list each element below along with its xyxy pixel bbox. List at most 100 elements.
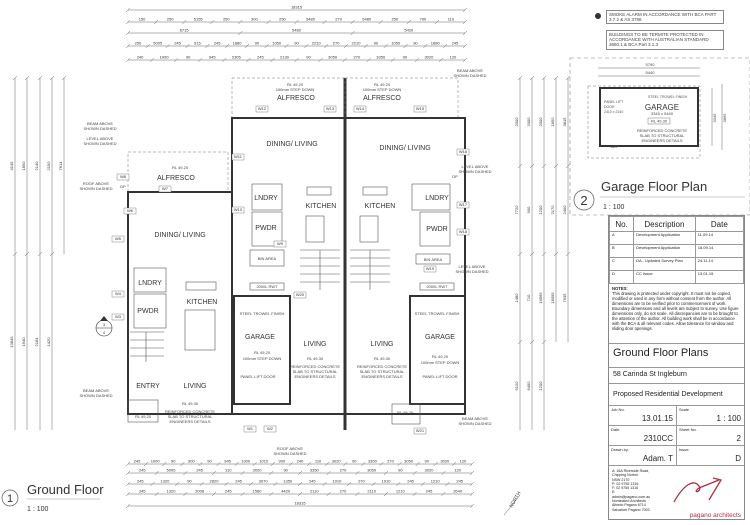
dimension-value: 1850	[21, 161, 26, 171]
svg-text:5790: 5790	[646, 62, 656, 67]
step-down-note: 100mm STEP DOWN	[243, 356, 282, 361]
level-tag: RL 49.20	[397, 410, 414, 415]
svg-text:Garage Floor Plan: Garage Floor Plan	[601, 179, 707, 194]
dimension-value: 1200	[538, 381, 543, 391]
dimension-tick	[183, 491, 188, 497]
dimension-tick	[469, 503, 475, 509]
room-label: LIVING	[371, 341, 394, 348]
dimension-value: 2000	[538, 117, 543, 127]
level-tag: RL 49.20	[432, 354, 449, 359]
dimension-tick	[529, 251, 535, 257]
contact-line: NSW 2170	[612, 477, 630, 482]
notes: NOTES: This drawing is protected under c…	[609, 284, 744, 344]
downpipe-label: DP	[120, 184, 126, 189]
dimension-value: 5005	[167, 468, 177, 473]
sheet-title: Ground Floor Plans	[609, 344, 744, 368]
garage-floor-plan: 5790 5440 3345 3865 820 STEEL TROWEL FIN…	[569, 57, 750, 216]
dimension-tick	[553, 75, 559, 81]
unit3-powder-walls	[419, 211, 451, 247]
dimension-value: 3350	[368, 459, 378, 464]
svg-text:DOOR: DOOR	[604, 105, 615, 109]
dimension-value: 2400	[562, 205, 567, 215]
dimension-tick	[396, 481, 401, 487]
beam-above-note: BEAM ABOVE SHOWN DASHED	[83, 121, 116, 131]
dimension-value: 1350	[283, 479, 293, 484]
room-label: KITCHEN	[365, 203, 396, 210]
dimension-value: 900	[526, 206, 531, 213]
dimension-tick	[125, 491, 131, 497]
window-tag-box	[111, 313, 125, 321]
dimension-tick	[198, 461, 203, 467]
dimension-tick	[541, 163, 547, 169]
unit2-laundry-walls	[251, 183, 283, 211]
svg-text:NORTH: NORTH	[509, 490, 523, 509]
drawing-title: Ground Floor	[27, 482, 104, 497]
window-tag: W1	[247, 426, 254, 431]
dimension-tick	[154, 491, 159, 497]
dimension-tick	[210, 19, 215, 25]
svg-text:LEVEL ABOVE: LEVEL ABOVE	[87, 136, 114, 141]
room-label: ALFRESCO	[157, 175, 195, 182]
dimension-tick	[284, 43, 289, 49]
dimension-value: 1050	[391, 41, 401, 46]
svg-text:2: 2	[580, 193, 587, 208]
room-label: ALFRESCO	[363, 95, 401, 102]
svg-text:ROOF ABOVE: ROOF ABOVE	[83, 181, 110, 186]
dimension-tick	[383, 491, 389, 497]
level-tag: RL 49.30	[182, 401, 199, 406]
unit3-entry-porch	[391, 403, 421, 425]
svg-text:REINFORCED CONCRETE: REINFORCED CONCRETE	[357, 364, 407, 369]
level-tag: RL 49.30	[307, 356, 324, 361]
dimension-tick	[288, 461, 294, 467]
dimension-tick	[445, 481, 450, 487]
dimension-value: 3020	[424, 55, 434, 60]
dimension-tick	[383, 43, 388, 49]
dimension-tick	[517, 163, 523, 169]
svg-text:SHOWN DASHED: SHOWN DASHED	[79, 186, 112, 191]
section-marker: 3 4	[95, 316, 113, 337]
room-label: DINING/ LIVING	[154, 232, 205, 239]
dimension-tick	[211, 470, 217, 476]
contact-line: A: 16A Riverside Road,	[612, 469, 650, 473]
dimension-value: 2210	[352, 41, 362, 46]
svg-text:3345 x 5440: 3345 x 5440	[651, 111, 674, 116]
dimension-value: 245	[137, 479, 144, 484]
level-tag: RL 49.20	[135, 414, 152, 419]
svg-text:SHOWN DASHED: SHOWN DASHED	[79, 393, 112, 398]
dimension-value: 90	[425, 459, 430, 464]
dimension-value: 245	[456, 479, 463, 484]
dimension-value: 2150	[46, 161, 51, 171]
dimension-tick	[125, 461, 131, 467]
window-tag-box	[231, 153, 245, 161]
dimension-tick	[37, 75, 43, 81]
dimension-tick	[371, 481, 376, 487]
dimension-value: 110	[225, 468, 232, 473]
dimension-tick	[541, 75, 547, 81]
room-label: LIVING	[184, 383, 207, 390]
unit3-kitchen-island	[362, 186, 388, 196]
dimension-value: 120	[454, 468, 461, 473]
dimension-tick	[434, 19, 440, 25]
dimension-tick	[441, 470, 446, 476]
room-label: GARAGE	[425, 334, 455, 341]
rainwater-tank	[419, 282, 455, 291]
dimension-tick	[252, 461, 257, 467]
dimension-tick	[37, 251, 43, 257]
step-down-note: 100mm STEP DOWN	[363, 87, 402, 92]
level-tag: RL 49.20	[287, 82, 304, 87]
unit2-garage-walls	[233, 295, 291, 405]
window-tag: W20	[296, 292, 305, 297]
slab-note: REINFORCED CONCRETE SLAB TO STRUCTURAL E…	[165, 409, 215, 424]
svg-text:REINFORCED CONCRETE: REINFORCED CONCRETE	[165, 409, 215, 414]
dimension-tick	[297, 481, 303, 487]
dimension-value: 245	[309, 479, 316, 484]
room-label: PWDR	[426, 226, 447, 233]
ground-floor-title: 1 Ground Floor 1 : 100	[1, 482, 104, 513]
dimension-tick	[469, 481, 475, 487]
window-tag: W8	[120, 174, 127, 179]
dimension-tick	[462, 19, 468, 25]
contact-line: Alfredo Pagano 6714	[612, 503, 646, 508]
dimension-tick	[153, 19, 159, 25]
